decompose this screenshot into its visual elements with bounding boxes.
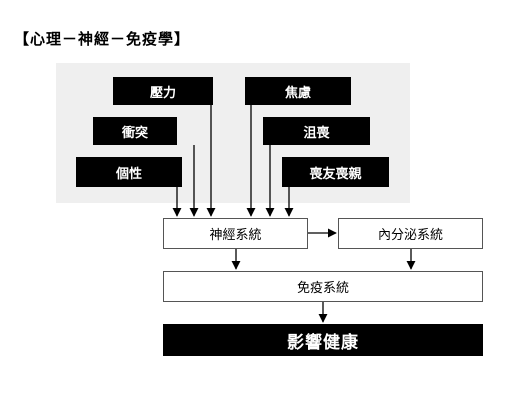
stressor-conflict: 衝突 bbox=[93, 117, 177, 145]
stressor-anxiety: 焦慮 bbox=[245, 77, 351, 105]
stressor-personality: 個性 bbox=[76, 157, 182, 187]
stressor-depression: 沮喪 bbox=[263, 117, 370, 145]
immune-system-box: 免疫系統 bbox=[163, 271, 483, 302]
stressor-pressure: 壓力 bbox=[113, 77, 213, 105]
nervous-system-box: 神經系統 bbox=[163, 218, 308, 249]
outcome-box: 影響健康 bbox=[163, 324, 483, 356]
diagram-title: 【心理－神經－免疫學】 bbox=[14, 30, 191, 48]
stressor-bereavement: 喪友喪親 bbox=[282, 157, 389, 187]
endocrine-system-box: 內分泌系統 bbox=[338, 218, 483, 249]
